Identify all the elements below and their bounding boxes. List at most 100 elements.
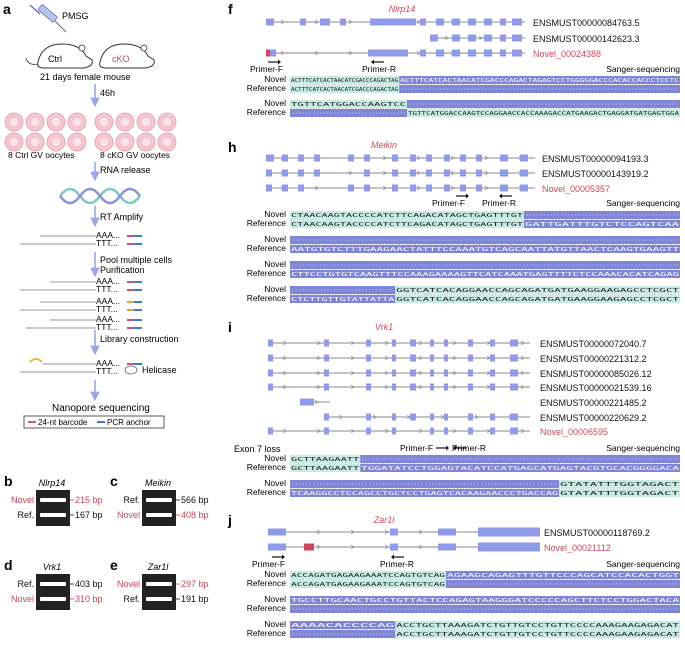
read-label: AAA... xyxy=(96,314,120,324)
exon xyxy=(266,49,270,57)
exon xyxy=(468,369,473,377)
gene-title: Meikin xyxy=(371,140,397,150)
sequence-text: TGTTCATGGACCAAGTCCAGGAACCACCAAAGACCATGAA… xyxy=(408,111,680,117)
exon xyxy=(366,369,371,377)
panel-letter-j: j xyxy=(227,512,232,528)
exon xyxy=(426,169,432,177)
exon xyxy=(444,354,448,362)
exon xyxy=(266,18,274,26)
panel-letter-e: e xyxy=(110,557,118,573)
cko-mouse-icon xyxy=(99,43,155,69)
gel-image xyxy=(142,490,176,526)
sanger-label: Sanger-sequencing xyxy=(606,443,680,453)
gel-image xyxy=(142,574,176,610)
sequence-segment xyxy=(290,85,400,93)
exon xyxy=(510,427,518,435)
novel-transcript-label: Novel_00024388 xyxy=(533,49,601,59)
exon xyxy=(430,369,434,377)
sequence-text: CTAACAAGTACCCCATCTTCAGACATAGCTGAGTTTGT xyxy=(291,213,523,219)
alignment-row-label: Novel xyxy=(264,209,286,219)
pmsg-label: PMSG xyxy=(62,11,89,21)
gap-bar xyxy=(524,220,680,228)
exon xyxy=(410,169,416,177)
sequence-text: ACTTTCATCACTAACATCGACCCAGACTAGAGTCCTGGGG… xyxy=(400,78,679,84)
transcript-row: ENSMUST00000085026.12 xyxy=(268,369,652,379)
read-label: AAA... xyxy=(96,296,120,306)
exon xyxy=(266,169,272,177)
sequence-segment xyxy=(395,295,680,303)
transcript-row: ENSMUST00000094193.3 xyxy=(266,154,649,164)
time-label: 46h xyxy=(100,88,115,98)
sequence-text: AAAACACCCCAG xyxy=(291,623,394,629)
alignment-row-label: Reference xyxy=(247,293,286,303)
exon xyxy=(468,49,476,57)
gel-top-size: 215 bp xyxy=(75,495,103,505)
sequence-text: ACTTTCATCACTAACATCGACCCAGACTAG xyxy=(291,87,398,93)
exon xyxy=(324,427,329,435)
primer-r-label: Primer-R xyxy=(380,559,414,569)
sequence-text: AATGTGTCTTTGAAGAACTATTTCCAAATGTCAGCAATTA… xyxy=(291,247,679,253)
exon xyxy=(484,49,492,57)
exon xyxy=(370,18,416,26)
exon xyxy=(460,184,466,192)
transcript-label: ENSMUST00000072040.7 xyxy=(540,339,647,349)
gap-bar xyxy=(290,480,560,488)
exon xyxy=(410,369,416,377)
transcript-label: ENSMUST00000084763.5 xyxy=(533,18,640,28)
read-label: AAA... xyxy=(96,276,120,286)
gel-image xyxy=(36,574,70,610)
exon xyxy=(420,49,426,57)
sequence-segment xyxy=(395,630,680,638)
transcript-row: ENSMUST00000142623.3 xyxy=(430,34,640,44)
exon xyxy=(444,369,448,377)
sequence-text: GTATATTTGGTAGACT xyxy=(560,482,679,488)
exon xyxy=(282,169,288,177)
exon xyxy=(500,49,506,57)
sequence-segment xyxy=(290,220,524,228)
transcript-row: ENSMUST00000084763.5 xyxy=(266,18,640,28)
exon xyxy=(478,527,540,537)
exon xyxy=(392,383,396,391)
exon xyxy=(468,427,473,435)
primer-f-label: Primer-F xyxy=(252,559,285,569)
gel-image xyxy=(36,490,70,526)
primer-f-label: Primer-F xyxy=(432,198,465,208)
exon xyxy=(392,354,396,362)
sequence-text: GGTCATCACAGGAACCAGCAGATGATGAAGGAAGAGCCTC… xyxy=(396,297,679,303)
sequence-segment xyxy=(559,480,680,488)
exon xyxy=(366,354,371,362)
exon xyxy=(444,184,450,192)
exon xyxy=(468,339,473,347)
transcript-label: ENSMUST00000221312.2 xyxy=(540,354,647,364)
exon xyxy=(520,154,528,162)
exon xyxy=(520,184,528,192)
primer-r-label: Primer-R xyxy=(362,64,396,74)
nanopore-label: Nanopore sequencing xyxy=(52,403,150,414)
alignment-row-label: Novel xyxy=(264,98,286,108)
exon xyxy=(268,427,273,435)
helicase-label: Helicase xyxy=(142,365,177,375)
gap-bar xyxy=(290,621,396,629)
exon xyxy=(520,169,528,177)
exon xyxy=(410,184,416,192)
svg-text:AAA...: AAA... xyxy=(96,230,120,240)
exon xyxy=(510,413,518,421)
svg-text:AAA...: AAA... xyxy=(96,358,120,368)
mouse-caption: 21 days female mouse xyxy=(40,72,131,82)
exon xyxy=(392,169,398,177)
exon xyxy=(476,154,482,162)
gel-bottom-size: 408 bp xyxy=(181,510,209,520)
exon xyxy=(390,543,398,551)
gap-bar xyxy=(524,211,680,219)
rt-amplify-label: RT Amplify xyxy=(100,212,144,222)
gene-title: Nlrp14 xyxy=(389,4,416,14)
exon xyxy=(500,154,508,162)
gel-top-size: 566 bp xyxy=(181,495,209,505)
